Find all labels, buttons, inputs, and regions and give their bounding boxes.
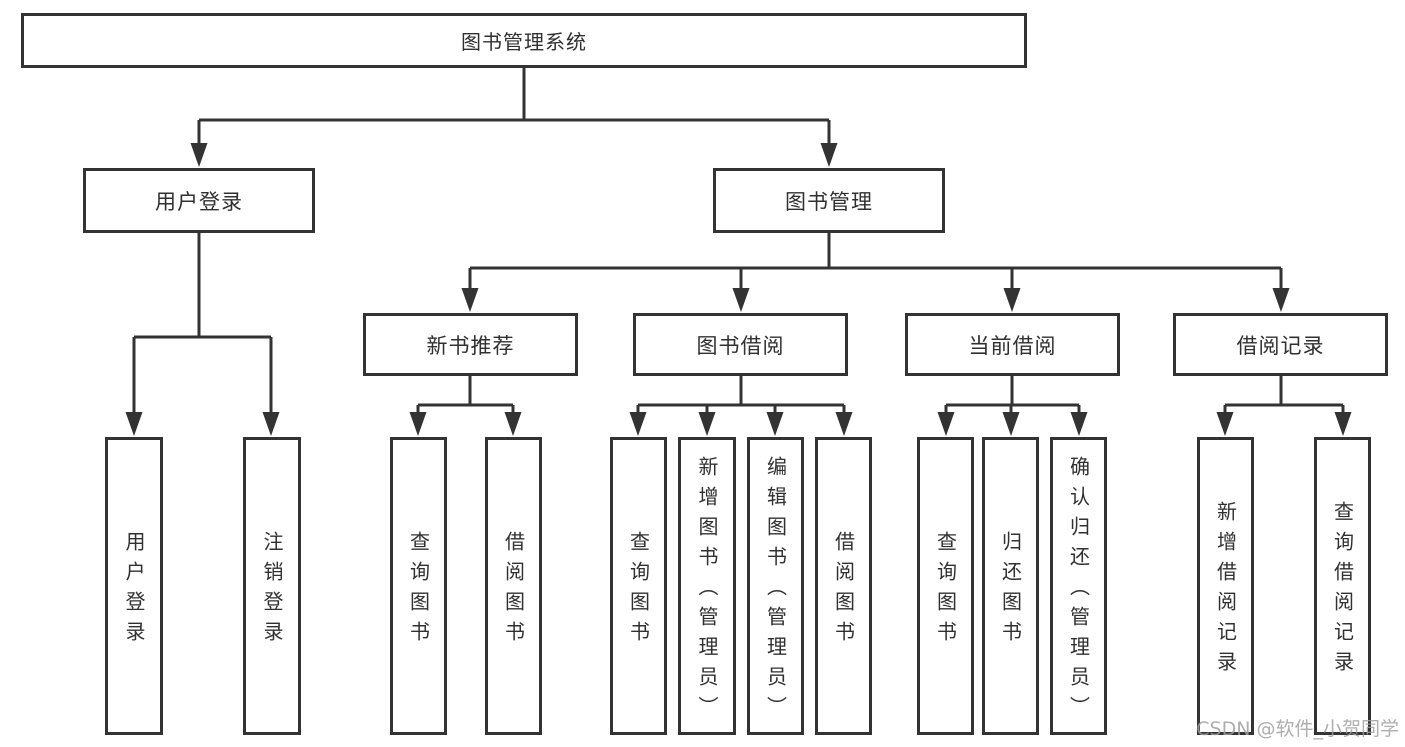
node-label: 借阅图书 <box>831 531 856 651</box>
node-label: 借阅记录 <box>1236 333 1325 358</box>
node-leaf-query-books-borrowing: 查询图书 <box>610 437 667 735</box>
node-label: 新增借阅记录 <box>1213 501 1238 681</box>
node-leaf-return-books: 归还图书 <box>982 437 1039 735</box>
node-label: 归还图书 <box>998 531 1023 651</box>
node-label: 图书借阅 <box>696 333 785 358</box>
node-label: 用户登录 <box>155 189 243 214</box>
node-leaf-add-books-admin: 新增图书（管理员） <box>678 437 736 735</box>
node-label: 图书管理 <box>785 189 873 214</box>
node-label: 新书推荐 <box>426 333 515 358</box>
node-library-management-system: 图书管理系统 <box>21 13 1027 68</box>
node-book-borrowing: 图书借阅 <box>633 313 848 376</box>
node-leaf-borrow-books-recommend: 借阅图书 <box>485 437 542 735</box>
node-leaf-query-books-current: 查询图书 <box>917 437 974 735</box>
node-leaf-user-login: 用户登录 <box>105 437 163 735</box>
node-book-management: 图书管理 <box>713 168 945 233</box>
node-label: 注销登录 <box>260 531 284 651</box>
node-label: 查询图书 <box>626 531 651 651</box>
node-label: 查询图书 <box>406 531 431 651</box>
node-borrow-records: 借阅记录 <box>1173 313 1388 376</box>
node-label: 编辑图书（管理员） <box>763 456 788 726</box>
node-leaf-logout: 注销登录 <box>243 437 301 735</box>
node-leaf-query-borrow-record: 查询借阅记录 <box>1314 437 1371 735</box>
node-leaf-add-borrow-record: 新增借阅记录 <box>1197 437 1254 735</box>
node-new-book-recommend: 新书推荐 <box>363 313 578 376</box>
node-label: 查询图书 <box>933 531 958 651</box>
node-label: 借阅图书 <box>501 531 526 651</box>
node-label: 新增图书（管理员） <box>695 456 719 726</box>
csdn-watermark: CSDN @软件_小贺同学 <box>1196 718 1399 740</box>
node-label: 查询借阅记录 <box>1330 501 1355 681</box>
node-current-borrowing: 当前借阅 <box>905 313 1120 376</box>
node-leaf-query-books-recommend: 查询图书 <box>390 437 447 735</box>
node-label: 当前借阅 <box>968 333 1057 358</box>
node-leaf-borrow-books: 借阅图书 <box>815 437 872 735</box>
node-label: 用户登录 <box>122 531 146 651</box>
node-user-login: 用户登录 <box>83 168 315 233</box>
node-leaf-edit-books-admin: 编辑图书（管理员） <box>747 437 804 735</box>
node-label: 确认归还（管理员） <box>1066 456 1091 726</box>
arrowheads <box>125 143 1352 436</box>
node-leaf-confirm-return-admin: 确认归还（管理员） <box>1050 437 1107 735</box>
node-label: 图书管理系统 <box>461 30 587 54</box>
